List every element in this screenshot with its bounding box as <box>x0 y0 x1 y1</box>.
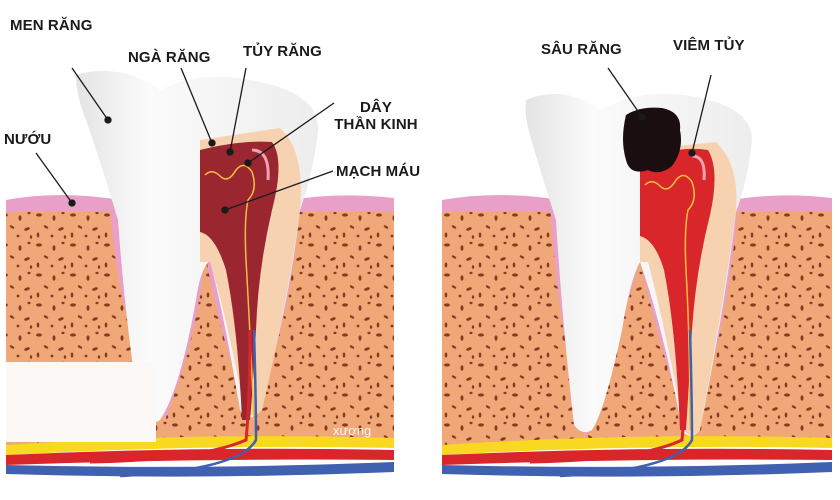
label-pulp: TỦY RĂNG <box>243 43 322 60</box>
label-nerve: DÂY THẦN KINH <box>328 99 424 133</box>
inflamed-pulp <box>640 148 715 430</box>
vein <box>442 462 832 477</box>
nerve-fiber <box>644 174 695 431</box>
label-blood-vessel: MẠCH MÁU <box>336 163 421 180</box>
overlay-patch <box>6 362 156 442</box>
left-panel-healthy-tooth <box>6 67 394 478</box>
nerve-fiber <box>204 164 255 421</box>
label-pointers <box>35 67 335 214</box>
gum-tissue <box>730 195 832 212</box>
label-enamel: MEN RĂNG <box>10 17 93 34</box>
label-gum: NƯỚU <box>4 131 52 148</box>
label-nerve-line2: THẦN KINH <box>334 116 418 133</box>
label-bone: xương <box>333 423 372 438</box>
label-nerve-line1: DÂY <box>360 99 392 116</box>
label-pointers <box>607 67 712 157</box>
label-pulpitis: VIÊM TỦY <box>673 37 745 54</box>
label-cavity: SÂU RĂNG <box>541 41 622 58</box>
gum-tissue <box>290 195 394 212</box>
label-dentin: NGÀ RĂNG <box>128 49 211 66</box>
pulp <box>200 141 279 420</box>
cavity-decay <box>623 107 681 173</box>
fat-layer <box>442 436 832 455</box>
right-panel-cavity-tooth <box>442 67 832 478</box>
vein <box>6 462 394 477</box>
